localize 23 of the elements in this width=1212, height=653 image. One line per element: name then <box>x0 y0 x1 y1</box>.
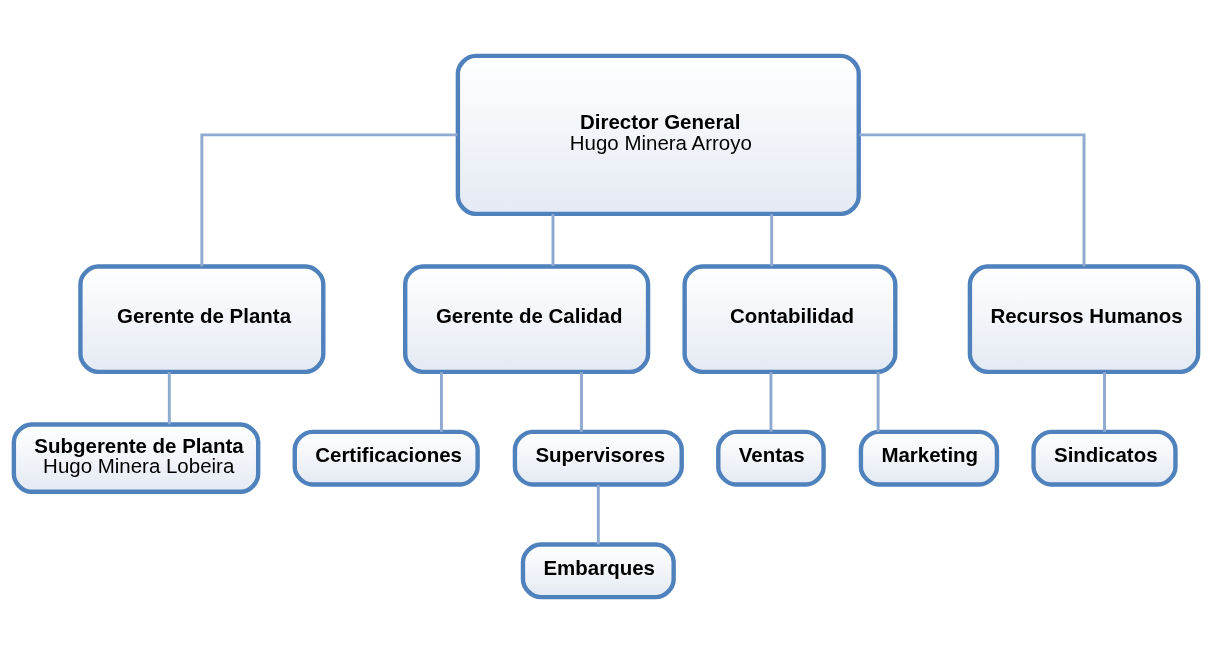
connector <box>1103 372 1106 432</box>
node-box: Director General Hugo Minera Arroyo <box>455 53 861 217</box>
node-box: Gerente de Planta <box>78 264 326 375</box>
node-box: Certificaciones <box>292 429 480 487</box>
connector <box>439 372 443 432</box>
connector <box>859 133 1086 267</box>
connector <box>580 372 583 432</box>
node-box: Sindicatos <box>1031 429 1178 487</box>
connector <box>167 372 171 425</box>
connector <box>596 484 600 545</box>
connector <box>769 372 773 432</box>
connector <box>770 214 774 267</box>
node-box: Contabilidad <box>682 264 898 375</box>
connector <box>551 214 555 267</box>
connector <box>200 133 458 267</box>
connector <box>876 372 880 432</box>
node-box: Ventas <box>716 429 826 487</box>
node-box: Marketing <box>858 429 1000 487</box>
node-box: Subgerente de Planta Hugo Minera Lobeira <box>11 422 261 494</box>
node-box: Embarques <box>520 542 676 600</box>
node-box: Recursos Humanos <box>967 264 1201 375</box>
node-box: Supervisores <box>512 429 684 487</box>
node-box: Gerente de Calidad <box>403 264 651 375</box>
